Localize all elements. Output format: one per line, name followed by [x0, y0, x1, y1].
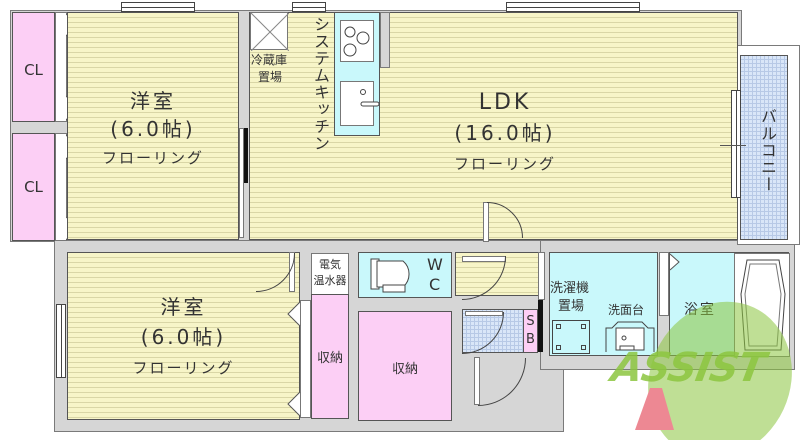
bath-door-strip[interactable]	[659, 252, 669, 316]
stove	[340, 20, 374, 62]
washbasin-label: 洗面台	[608, 303, 645, 317]
western-room-1-floor: フローリング	[101, 149, 204, 167]
balcony-door-line	[720, 145, 746, 146]
faucet-icon	[360, 89, 380, 107]
western-room-2-size: (6.0帖)	[140, 325, 227, 349]
shoe-box: S B	[523, 309, 538, 353]
shoe-box-label-2: B	[526, 332, 535, 347]
ldk-floor: フローリング	[453, 155, 556, 173]
wc-label-2: C	[429, 275, 443, 294]
western-room-2-name: 洋室	[160, 295, 207, 319]
washbasin-icon	[605, 321, 655, 352]
storage-tall: 収納	[311, 294, 349, 419]
western-room-1: 洋室 (6.0帖) フローリング	[67, 12, 239, 240]
sliding-door-washroom[interactable]	[538, 300, 543, 352]
toilet-icon	[370, 258, 410, 293]
ldk-size: (16.0帖)	[454, 121, 556, 145]
closet-top: CL	[12, 12, 55, 122]
closet-door-strip-bottom[interactable]	[55, 133, 67, 241]
balcony: バルコニー	[740, 55, 788, 240]
bath-door-icon	[669, 253, 680, 271]
kitchen-counter	[334, 12, 380, 136]
washroom: 洗濯機 置場 洗面台	[549, 252, 658, 356]
ldk-name: LDK	[478, 90, 532, 115]
system-kitchen-label: システムキッチン	[311, 16, 330, 152]
balcony-label: バルコニー	[758, 108, 777, 193]
fridge-space	[250, 12, 290, 52]
water-heater-label-1: 電気	[319, 258, 341, 271]
western-room-1-size: (6.0帖)	[110, 117, 196, 141]
fridge-label-1: 冷蔵庫	[251, 53, 288, 67]
sliding-door-track-washroom	[538, 252, 545, 300]
window-top-ldk	[506, 2, 640, 12]
kitchen-sink	[340, 81, 380, 126]
window-top-kitchen	[292, 2, 326, 12]
fridge-label-2: 置場	[258, 70, 283, 84]
closet-door-strip-top[interactable]	[55, 12, 67, 122]
water-heater-label-2: 温水器	[313, 274, 347, 287]
shoe-box-label-1: S	[526, 314, 535, 329]
storage-door-strip[interactable]	[300, 300, 311, 418]
western-room-2-floor: フローリング	[132, 359, 235, 377]
storage-door-icons	[287, 301, 301, 417]
water-heater: 電気 温水器	[311, 253, 349, 295]
fridge-cross-icon	[250, 12, 290, 52]
burner-icon	[343, 26, 370, 57]
storage-tall-label: 収納	[316, 351, 343, 366]
wc-label-1: W	[427, 255, 445, 274]
sliding-door-room1[interactable]	[243, 128, 248, 183]
kitchen-partition	[380, 12, 390, 68]
closet-bottom-label: CL	[24, 178, 43, 196]
washing-machine-icon	[552, 320, 590, 354]
laundry-label-1: 洗濯機	[550, 281, 590, 296]
closet-bottom: CL	[12, 133, 55, 241]
sliding-door-track-room1	[239, 128, 244, 238]
western-room-1-name: 洋室	[130, 89, 176, 113]
assist-watermark-text: ASSIST	[607, 345, 769, 391]
storage-large: 収納	[358, 311, 452, 421]
balcony-window[interactable]	[731, 90, 741, 198]
closet-top-label: CL	[24, 61, 43, 79]
assist-watermark-logo	[635, 301, 792, 440]
laundry-label-2: 置場	[558, 299, 585, 314]
window-room2-left	[56, 304, 66, 378]
wc-room: W C	[358, 252, 452, 298]
storage-large-label: 収納	[391, 362, 418, 377]
window-top-left	[121, 2, 195, 12]
